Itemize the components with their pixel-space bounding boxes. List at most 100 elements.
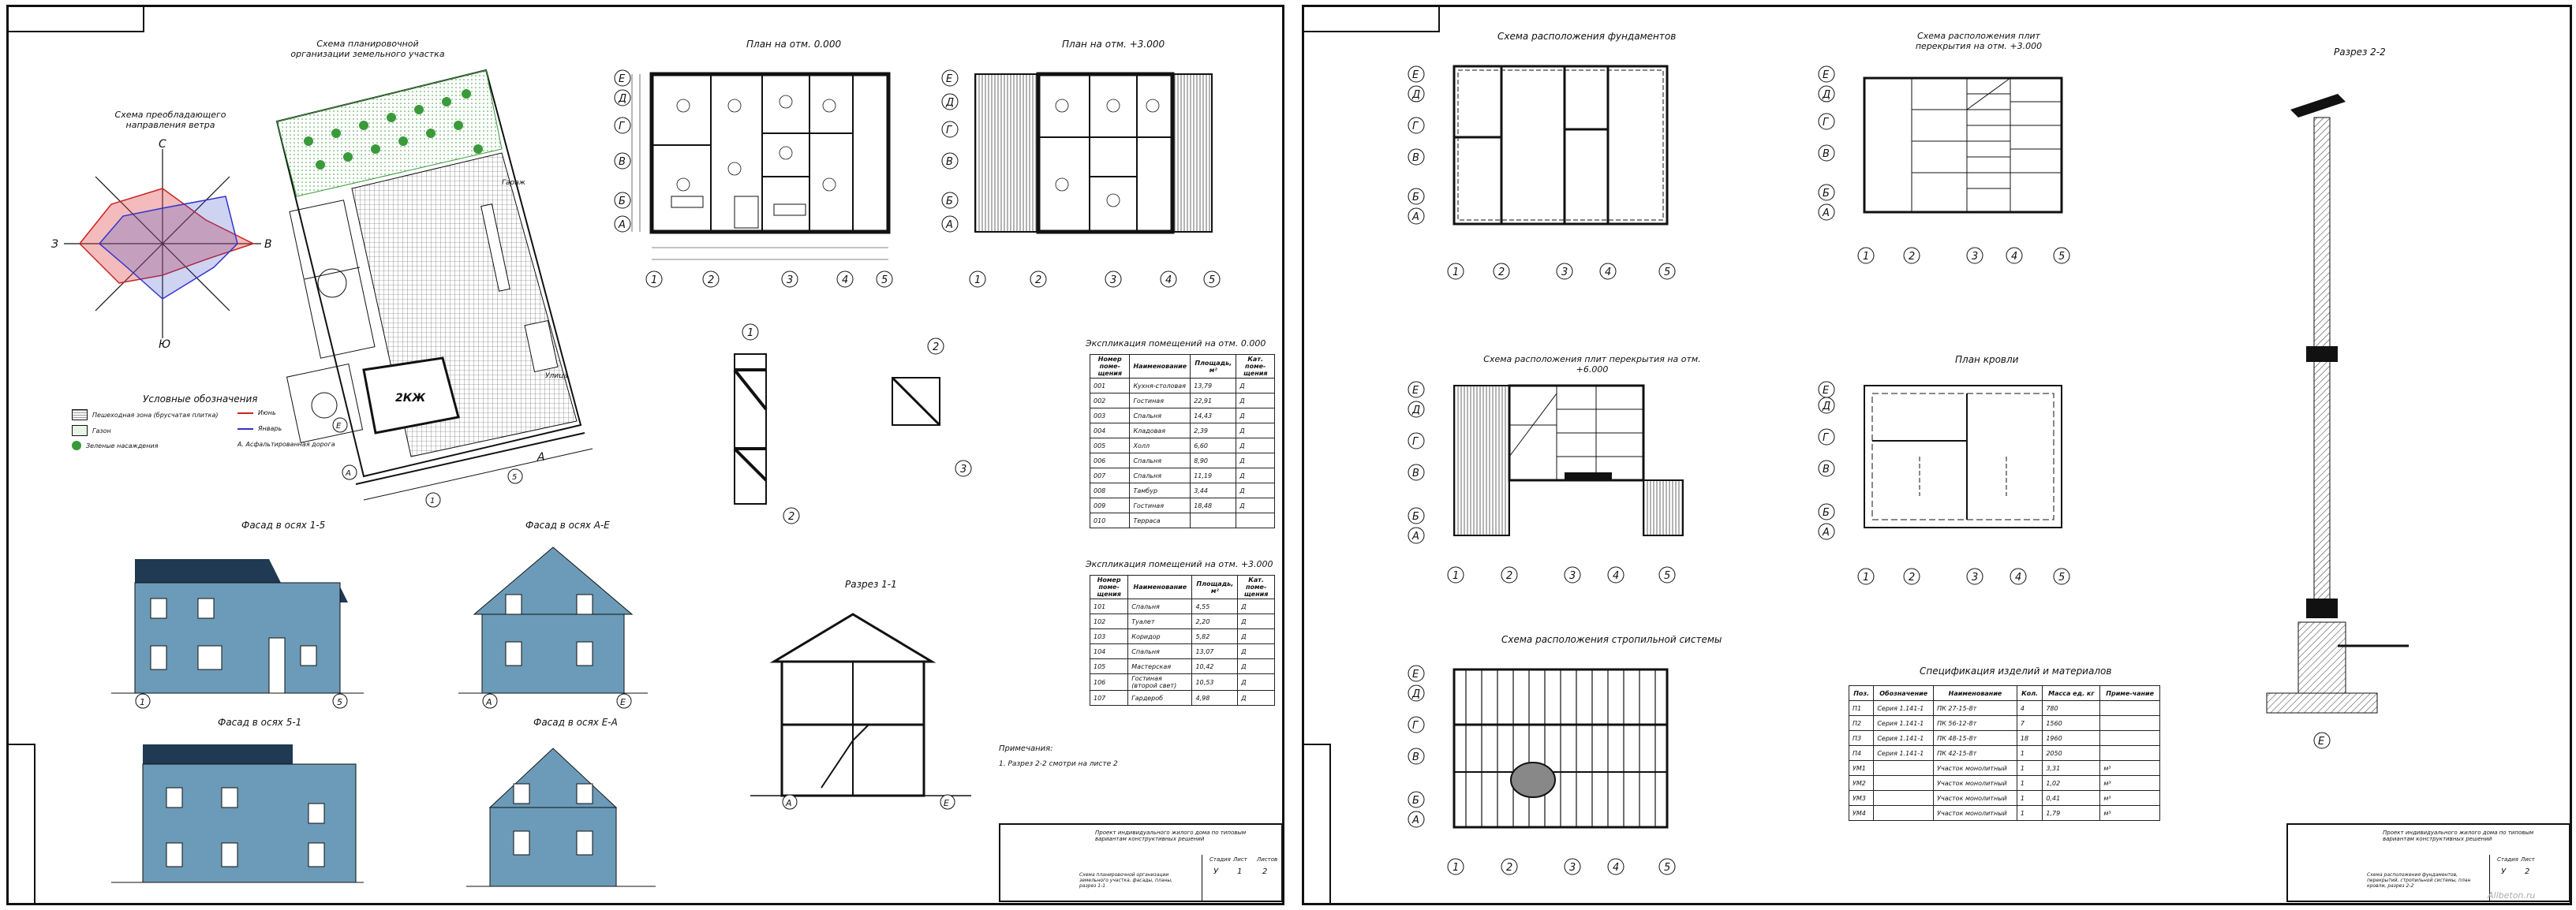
foundation-plan: 1 2 3 4 5 Е Д Г В Б А <box>1408 65 1676 280</box>
table-cell: Гостиная (второй свет) <box>1127 673 1193 691</box>
wind-e: В <box>264 238 272 251</box>
table-cell: Туалет <box>1127 614 1193 629</box>
table-cell: УМ4 <box>1848 805 1875 821</box>
svg-text:3: 3 <box>1110 274 1116 286</box>
svg-text:1: 1 <box>1863 251 1869 263</box>
svg-text:Б: Б <box>1412 192 1419 203</box>
svg-text:5: 5 <box>2058 572 2065 584</box>
table-cell: 3,44 <box>1190 483 1237 498</box>
stamp-1: Проект индивидуального жилого дома по ти… <box>999 823 1283 902</box>
table-cell: 2050 <box>2042 745 2101 761</box>
plan-0: 1 2 3 4 5 Е Д Г В Б А <box>614 69 893 288</box>
legend: Пешеходная зона (брусчатая плитка) Газон… <box>72 409 356 472</box>
svg-text:3: 3 <box>1569 570 1576 582</box>
section-1-1: А Е <box>750 613 971 810</box>
table-cell: м³ <box>2099 775 2160 791</box>
table-cell: 2,20 <box>1191 614 1239 629</box>
table-cell: УМ1 <box>1848 760 1875 776</box>
svg-text:Д: Д <box>1411 89 1420 101</box>
svg-text:4: 4 <box>2015 572 2021 584</box>
table-cell <box>2099 730 2160 746</box>
svg-text:А: А <box>1822 207 1830 219</box>
table-cell: 18,48 <box>1190 498 1237 513</box>
site-street: Улица <box>545 372 568 380</box>
table-cell: 1560 <box>2042 715 2101 731</box>
table-cell: 101 <box>1089 599 1129 614</box>
svg-text:5: 5 <box>512 473 517 482</box>
site-axis-a-label: А <box>537 451 545 464</box>
table-cell: Д <box>1236 408 1275 423</box>
legend-item-2: Газон <box>72 425 111 436</box>
sheet-1: Схема преобладающего направления ветра С… <box>6 5 1284 905</box>
site-building: 2КЖ <box>395 392 426 405</box>
table-cell: ПК 56-12-8т <box>1933 715 2017 731</box>
facade15-title: Фасад в осях 1-5 <box>241 520 326 531</box>
svg-text:Е: Е <box>944 798 949 808</box>
table-cell: П4 <box>1848 745 1875 761</box>
table-cell: Д <box>1237 658 1275 674</box>
table-cell: 7 <box>2016 715 2043 731</box>
legend-item-6: А. Асфальтированная дорога <box>237 441 335 448</box>
svg-text:3: 3 <box>1561 267 1568 278</box>
svg-text:1: 1 <box>140 697 145 707</box>
svg-text:Г: Г <box>1412 720 1419 732</box>
table-cell: П3 <box>1848 730 1875 746</box>
svg-text:Б: Б <box>619 196 626 207</box>
table-cell: 1 <box>2016 775 2043 791</box>
svg-text:5: 5 <box>881 274 888 286</box>
table-cell: 106 <box>1089 673 1129 691</box>
svg-text:Д: Д <box>945 97 954 109</box>
table-cell: Серия 1.141-1 <box>1873 715 1935 731</box>
table-cell: 007 <box>1089 468 1131 483</box>
svg-text:Б: Б <box>1412 511 1419 523</box>
svg-text:В: В <box>1412 751 1419 763</box>
table-cell: 4 <box>2016 700 2043 716</box>
table-cell: 1 <box>2016 745 2043 761</box>
table-cell: Серия 1.141-1 <box>1873 730 1935 746</box>
table-cell: 3,31 <box>2042 760 2101 776</box>
svg-text:Б: Б <box>1823 188 1830 200</box>
svg-text:Б: Б <box>946 196 953 207</box>
svg-text:Г: Г <box>619 121 626 132</box>
svg-text:1: 1 <box>974 274 981 286</box>
table-cell: Д <box>1236 378 1275 393</box>
svg-text:4: 4 <box>1165 274 1172 286</box>
svg-text:А: А <box>485 697 492 707</box>
plan0-title: План на отм. 0.000 <box>746 39 842 50</box>
legend-item-4: Июнь <box>237 409 276 416</box>
table-cell: 104 <box>1089 643 1129 659</box>
svg-text:Г: Г <box>1412 121 1419 132</box>
table-cell: Гардероб <box>1127 690 1193 706</box>
svg-text:2: 2 <box>1909 251 1915 263</box>
table-cell: Серия 1.141-1 <box>1873 745 1935 761</box>
stamp1-title: Проект индивидуального жилого дома по ти… <box>1095 830 1247 842</box>
svg-text:2: 2 <box>933 341 939 353</box>
wind-s: Ю <box>159 338 170 351</box>
notes-title: Примечания: <box>999 744 1053 753</box>
table-cell: Участок монолитный <box>1933 760 2017 776</box>
table-cell: 008 <box>1089 483 1131 498</box>
section11-title: Разрез 1-1 <box>845 579 897 590</box>
svg-text:5: 5 <box>2058 251 2065 263</box>
table-cell: УМ2 <box>1848 775 1875 791</box>
svg-text:1: 1 <box>651 274 657 286</box>
table-cell: м³ <box>2099 805 2160 821</box>
svg-text:5: 5 <box>1209 274 1215 286</box>
table-cell: ПК 27-15-8т <box>1933 700 2017 716</box>
table-cell: Гостиная <box>1129 393 1191 408</box>
table-cell: 105 <box>1089 658 1129 674</box>
table-cell: 004 <box>1089 423 1131 438</box>
svg-text:2: 2 <box>788 511 794 523</box>
